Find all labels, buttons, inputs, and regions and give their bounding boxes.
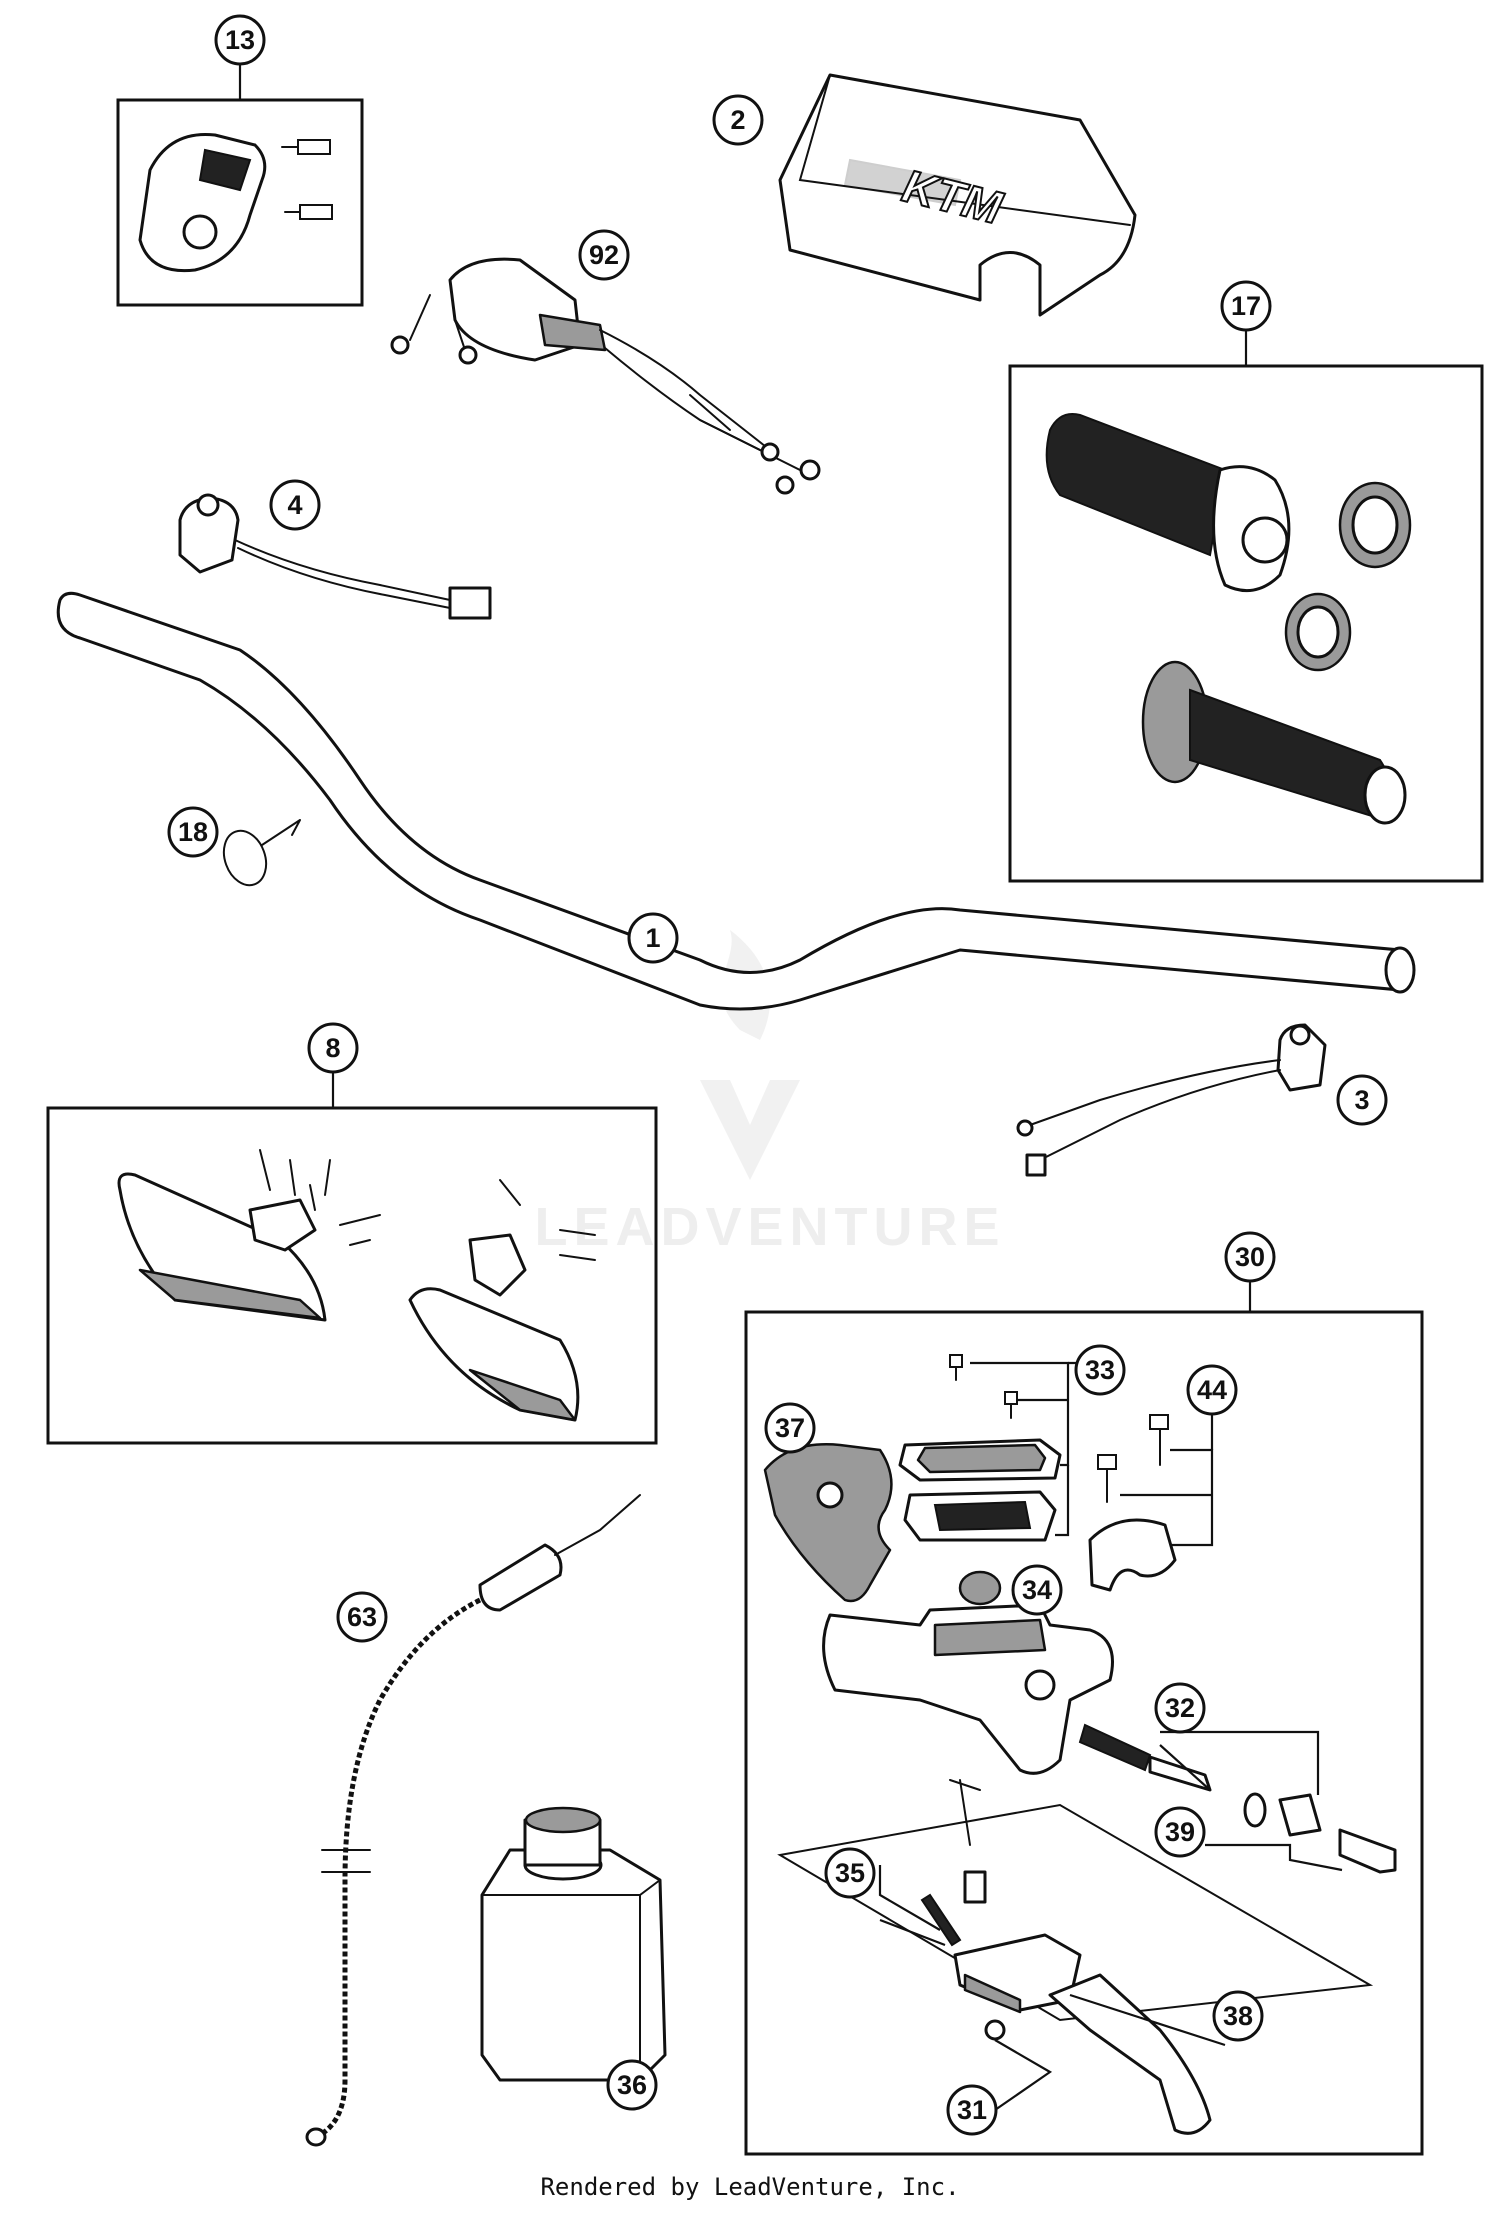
part-3-start-switch [1016, 1023, 1327, 1177]
part-17-grips [1008, 330, 1484, 883]
callout-1: 1 [627, 912, 679, 964]
callout-30: 30 [1224, 1231, 1276, 1283]
callout-63: 63 [336, 1591, 388, 1643]
svg-text:39: 39 [1165, 1817, 1195, 1847]
footer-credit: Rendered by LeadVenture, Inc. [540, 2173, 960, 2201]
part-63-hot-start-cable [305, 1494, 641, 2147]
callout-2: 2 [712, 94, 764, 146]
svg-text:35: 35 [835, 1858, 865, 1888]
callout-13: 13 [214, 14, 266, 66]
callout-33: 33 [1074, 1344, 1126, 1396]
part-2-handlebar-pad: KTM [778, 73, 1137, 317]
part-30-clutch-master-cylinder [744, 1280, 1424, 2156]
callout-17: 17 [1220, 280, 1272, 332]
part-92-throttle-housing-cables [390, 257, 821, 495]
svg-text:32: 32 [1165, 1693, 1195, 1723]
svg-text:31: 31 [957, 2095, 987, 2125]
svg-text:17: 17 [1231, 291, 1261, 321]
watermark-text: LEADVENTURE [534, 1197, 1005, 1257]
svg-text:4: 4 [287, 490, 302, 520]
svg-text:1: 1 [645, 923, 660, 953]
callout-44: 44 [1186, 1364, 1238, 1416]
part-1-handlebar [56, 591, 1416, 1011]
svg-text:2: 2 [730, 105, 745, 135]
svg-text:33: 33 [1085, 1355, 1115, 1385]
svg-text:92: 92 [589, 240, 619, 270]
callout-38: 38 [1212, 1990, 1264, 2042]
svg-text:30: 30 [1235, 1242, 1265, 1272]
svg-text:18: 18 [178, 817, 208, 847]
callout-8: 8 [307, 1022, 359, 1074]
part-18-cable-tie [222, 819, 301, 887]
svg-text:36: 36 [617, 2070, 647, 2100]
callout-37: 37 [764, 1402, 816, 1454]
svg-text:3: 3 [1354, 1085, 1369, 1115]
svg-text:37: 37 [775, 1413, 805, 1443]
part-13-switch-housing [116, 62, 364, 307]
part-8-hand-guards [46, 1072, 658, 1445]
svg-text:8: 8 [325, 1033, 340, 1063]
svg-text:34: 34 [1022, 1575, 1052, 1605]
callout-32: 32 [1154, 1682, 1206, 1734]
callout-39: 39 [1154, 1806, 1206, 1858]
callout-36: 36 [606, 2059, 658, 2111]
callout-leader-lines [878, 1361, 1343, 2111]
part-4-kill-switch [178, 493, 492, 620]
callout-4: 4 [269, 479, 321, 531]
svg-text:13: 13 [225, 25, 255, 55]
callout-18: 18 [167, 806, 219, 858]
part-36-hydraulic-fluid-bottle [480, 1806, 667, 2082]
svg-text:44: 44 [1197, 1375, 1227, 1405]
callout-92: 92 [578, 229, 630, 281]
callout-3: 3 [1336, 1074, 1388, 1126]
callout-35: 35 [824, 1847, 876, 1899]
callout-31: 31 [946, 2084, 998, 2136]
svg-text:63: 63 [347, 1602, 377, 1632]
callout-34: 34 [1011, 1564, 1063, 1616]
svg-text:38: 38 [1223, 2001, 1253, 2031]
